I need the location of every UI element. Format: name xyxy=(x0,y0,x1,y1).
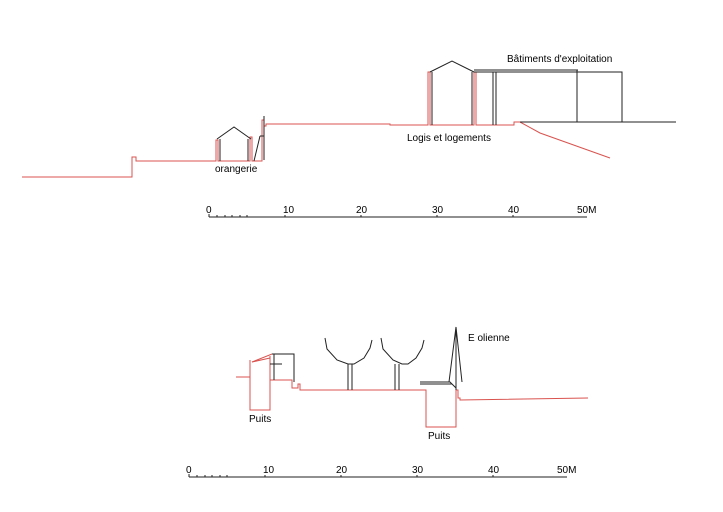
section-2-scale-bar: 0 10 20 30 40 50M xyxy=(186,465,576,478)
wall-red-top xyxy=(251,353,274,363)
batiments-outline xyxy=(474,71,676,123)
section-2-structures xyxy=(270,326,463,390)
label-batiments: Bâtiments d'exploitation xyxy=(507,54,612,65)
scale-label: 40 xyxy=(488,465,500,476)
label-puits-right: Puits xyxy=(428,431,450,442)
scale-label: 10 xyxy=(263,465,275,476)
label-logis: Logis et logements xyxy=(407,133,491,144)
wall-left-red xyxy=(269,356,589,428)
scale-label: 20 xyxy=(336,465,348,476)
section-1-ground-line xyxy=(22,71,611,178)
tree-1-canopy xyxy=(324,337,373,365)
scale-label: 30 xyxy=(432,205,444,216)
label-orangerie: orangerie xyxy=(215,164,258,175)
section-2: E olienne Puits Puits 0 10 20 30 40 50M xyxy=(186,326,589,478)
scale-label: 0 xyxy=(206,205,212,216)
tree-2-canopy xyxy=(380,337,425,365)
well-house-outline xyxy=(272,353,295,382)
scale-label: 20 xyxy=(356,205,368,216)
stair-slope xyxy=(253,135,261,162)
well-right-cover xyxy=(420,381,457,389)
scale-label: 50M xyxy=(577,205,596,216)
scale-label: 30 xyxy=(412,465,424,476)
section-1-buildings xyxy=(216,60,676,162)
scale-label: 10 xyxy=(283,205,295,216)
section-1: Bâtiments d'exploitation Logis et logeme… xyxy=(22,54,676,218)
scale-label: 40 xyxy=(508,205,520,216)
scale-label: 50M xyxy=(557,465,576,476)
logis-roof xyxy=(429,60,475,73)
well-left-outline xyxy=(249,357,271,411)
scale-label: 0 xyxy=(186,465,192,476)
orangerie-roof xyxy=(216,126,252,140)
label-puits-left: Puits xyxy=(249,414,271,425)
label-eolienne: E olienne xyxy=(468,333,510,344)
section-1-scale-bar: 0 10 20 30 40 50M xyxy=(206,205,596,218)
